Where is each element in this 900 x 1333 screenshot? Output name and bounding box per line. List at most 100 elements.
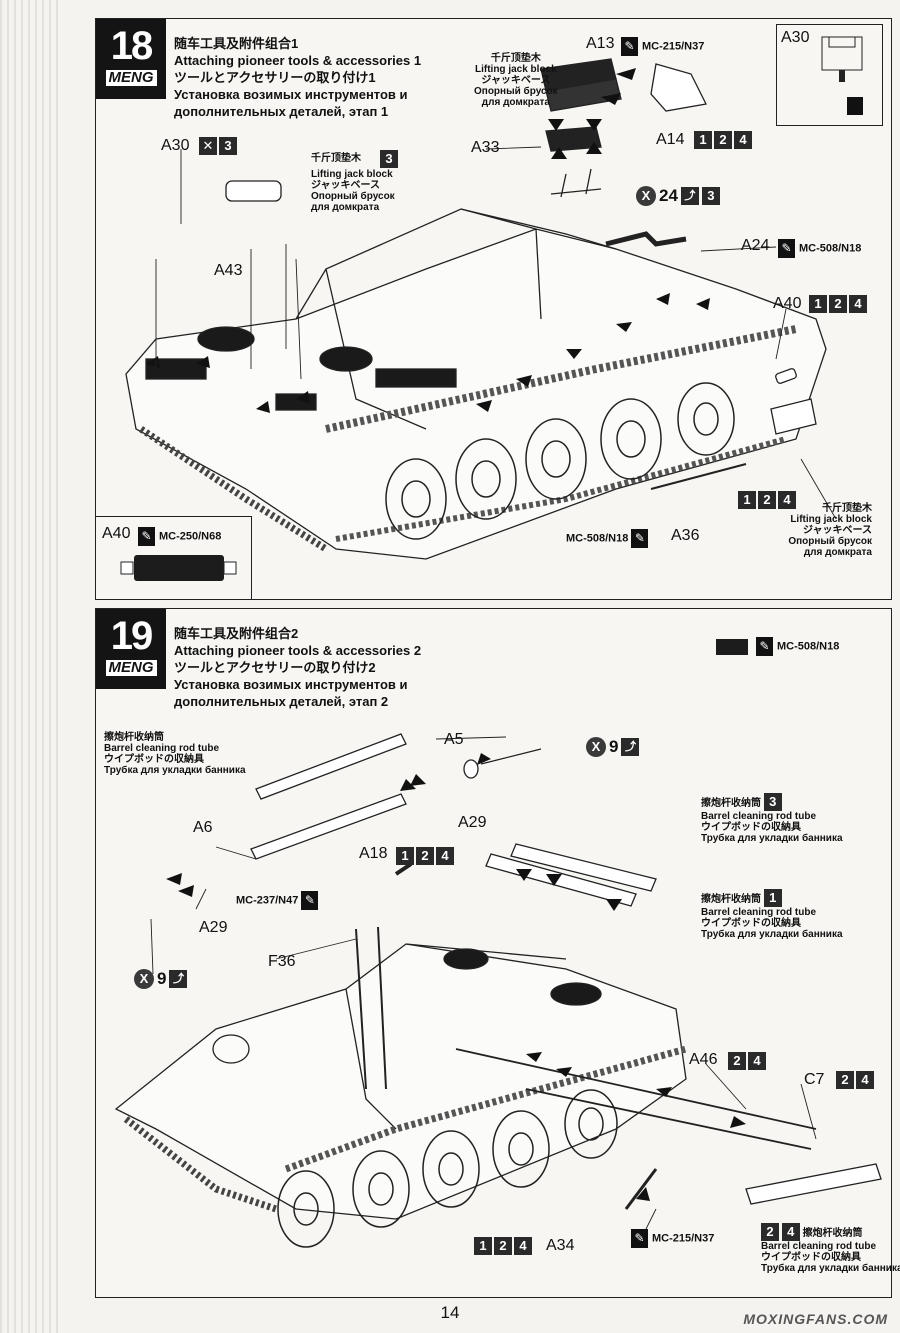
brand-logo: MENG [105,70,157,86]
step-18-drawing [125,58,837,560]
part-a18: A18 [359,845,388,862]
title-ru-2: дополнительных деталей, этап 2 [174,694,389,709]
version-box: 4 [778,491,796,509]
version-box: 4 [734,131,752,149]
brand-logo: MENG [105,660,157,676]
version-box: 3 [380,150,398,168]
paint-a34: ✎ MC-215/N37 [631,1229,714,1248]
a40-detail-drawing [120,555,237,581]
part-a14: A14 [656,131,685,148]
part-a40-inset: A40 [102,525,131,542]
part-a24: A24 [741,237,770,254]
page-edge-stack [0,0,60,1333]
paint-code: MC-215/N37 [642,40,705,53]
paint-a18: MC-237/N47 ✎ [236,891,322,910]
a46-versions: 2 4 [728,1052,766,1070]
paint-code: MC-508/N18 [566,532,629,545]
version-box: 2 [714,131,732,149]
x-icon: X [636,186,656,206]
jack-ru-2: для домкрата [481,97,550,108]
tube-label-bottom: 2 4 擦炮杆收纳筒 Barrel cleaning rod tube ウイプボ… [761,1223,900,1274]
x-icon: X [586,737,606,757]
tube-zh: 擦炮杆收纳筒 [802,1228,863,1239]
title-ru-2: дополнительных деталей, этап 1 [174,104,389,119]
jack-ru-2: для домкрата [311,202,380,213]
brush-icon: ✎ [621,37,638,56]
part-a46: A46 [689,1051,718,1068]
brush-icon: ✎ [778,239,795,258]
x-count: 9 [609,737,619,756]
tube-en: Barrel cleaning rod tube [701,811,817,822]
step-19-badge: 19 MENG [96,609,166,689]
tube-ru: Трубка для укладки банника [761,1263,900,1274]
version-box: 2 [728,1052,746,1070]
paint-code: MC-508/N18 [777,640,840,653]
paint-a36: MC-508/N18 ✎ [566,529,652,548]
part-a34: A34 [546,1237,575,1254]
decal-icon: ⤴ [621,738,640,756]
brush-icon: ✎ [631,1229,648,1248]
page-number: 14 [440,1303,460,1322]
paint-code: MC-250/N68 [159,530,222,543]
part-a29-a: A29 [458,814,487,831]
tube-ru: Трубка для укладки банника [701,929,843,940]
x-count: 24 [659,186,678,205]
step-number: 18 [110,24,154,68]
version-box: 4 [514,1237,532,1255]
paint-a24: ✎ MC-508/N18 [778,239,861,258]
a40-versions: 1 2 4 [809,295,867,313]
part-a33: A33 [471,139,500,156]
version-box: 1 [694,131,712,149]
jack-ja: ジャッキベース [481,75,551,86]
tube-zh: 擦炮杆收纳筒 [701,894,761,905]
part-a43: A43 [214,262,243,279]
a36-versions: 1 2 4 [738,491,796,509]
step-19-drawing [114,733,882,1248]
a18-versions: 1 2 4 [396,847,454,865]
part-a36: A36 [671,527,700,544]
version-box: 1 [396,847,414,865]
jack-en: Lifting jack block [790,514,872,525]
title-ru-1: Установка возимых инструментов и [174,87,408,102]
part-f36: F36 [268,953,296,970]
version-box: 2 [836,1071,854,1089]
version-box: 1 [809,295,827,313]
jack-ru-1: Опорный брусок [474,86,558,97]
jack-block-label-right: 千斤顶垫木 Lifting jack block ジャッキベース Опорный… [786,503,872,558]
watermark: MOXINGFANS.COM [743,1311,888,1327]
jack-mid-version: 3 [380,150,398,168]
paint-a40: ✎ MC-250/N68 [138,527,221,546]
version-box: 4 [436,847,454,865]
tube-ja: ウイプボッドの収納具 [701,918,801,929]
brush-icon: ✎ [138,527,155,546]
c7-versions: 2 4 [836,1071,874,1089]
x-icon: X [134,969,154,989]
jack-zh: 千斤顶垫木 [311,153,361,164]
tube-ru: Трубка для укладки банника [701,833,843,844]
paint-code: MC-237/N47 [236,894,299,907]
version-box: 2 [416,847,434,865]
paint-code: MC-215/N37 [652,1232,715,1245]
remove-icon: ✕ [199,137,217,155]
x-count: 9 [157,969,167,988]
version-box: 3 [701,187,720,205]
step-18-panel: 18 MENG 随车工具及附件组合1 Attaching pioneer too… [95,18,892,600]
paint-a13: ✎ MC-215/N37 [621,37,704,56]
jack-ja: ジャッキベース [803,525,872,536]
part-a5: A5 [444,731,464,748]
jack-block-label-top: 千斤顶垫木 [311,153,361,164]
version-box: 4 [781,1223,800,1241]
x9-marker-left: X 9 ⤴ [134,969,188,989]
a40-inset: A40 ✎ MC-250/N68 [96,516,252,599]
part-a30: A30 [161,137,190,154]
paint-code: MC-508/N18 [799,242,862,255]
version-box: 1 [763,889,782,907]
title-ja: ツールとアクセサリーの取り付け2 [174,660,376,675]
tube-ja: ウイプボッドの収納具 [701,822,801,833]
step-19-panel: 19 MENG 随车工具及附件组合2 Attaching pioneer too… [95,608,900,1298]
decal-icon: ⤴ [169,970,188,988]
part-a13: A13 [586,35,615,52]
title-zh: 随车工具及附件组合2 [174,626,299,641]
version-box: 4 [849,295,867,313]
jack-ru-1: Опорный брусок [788,536,872,547]
